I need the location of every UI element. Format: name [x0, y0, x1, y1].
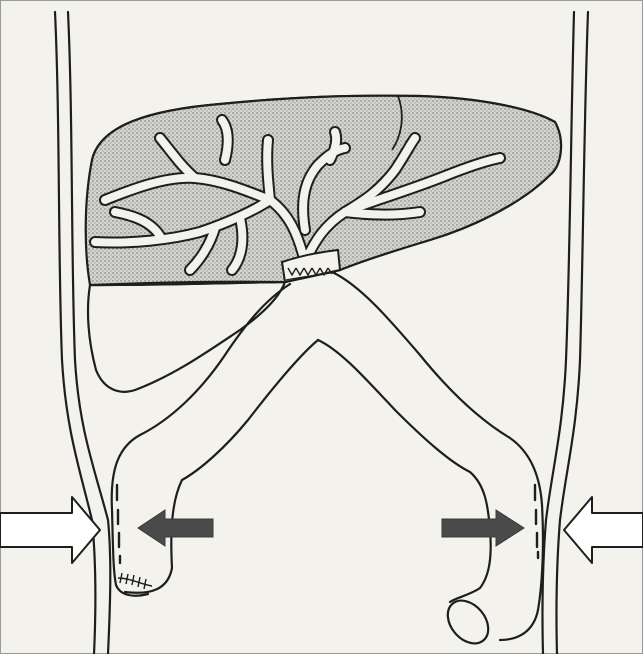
anatomy-diagram [0, 0, 643, 654]
diagram-stage [0, 0, 643, 654]
